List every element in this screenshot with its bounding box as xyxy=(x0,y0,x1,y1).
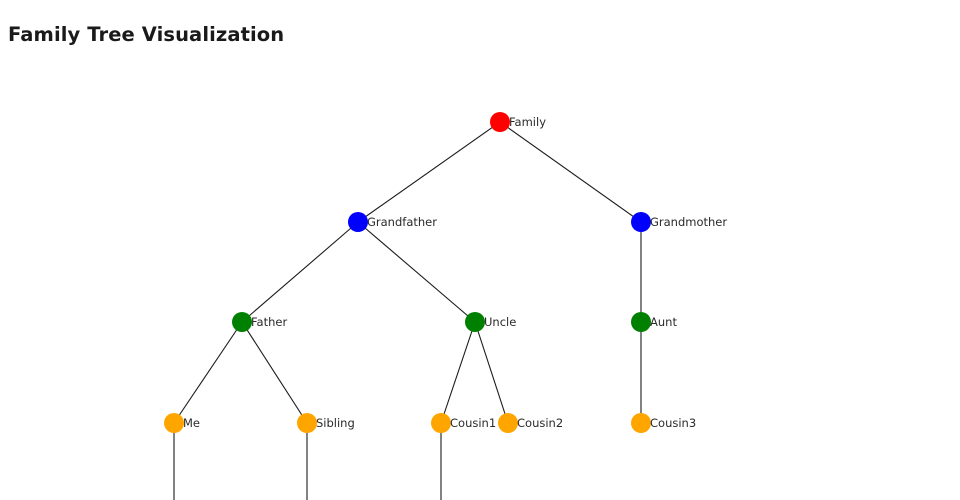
node-aunt[interactable]: Aunt xyxy=(631,312,677,332)
node-label-cousin1: Cousin1 xyxy=(450,416,496,430)
node-circle-father[interactable] xyxy=(232,312,252,332)
node-circle-family[interactable] xyxy=(490,112,510,132)
edge-uncle-to-cousin2 xyxy=(474,321,509,424)
node-label-uncle: Uncle xyxy=(484,315,516,329)
node-circle-sibling[interactable] xyxy=(297,413,317,433)
edge-grandfather-to-father xyxy=(241,221,359,323)
edge-grandfather-to-uncle xyxy=(357,221,476,323)
node-circle-cousin1[interactable] xyxy=(431,413,451,433)
node-cousin3[interactable]: Cousin3 xyxy=(631,413,696,433)
edge-family-to-grandfather xyxy=(357,121,501,223)
node-uncle[interactable]: Uncle xyxy=(465,312,516,332)
edges-layer xyxy=(173,121,642,424)
node-circle-uncle[interactable] xyxy=(465,312,485,332)
node-label-cousin2: Cousin2 xyxy=(517,416,563,430)
node-circle-cousin3[interactable] xyxy=(631,413,651,433)
node-cousin1[interactable]: Cousin1 xyxy=(431,413,496,433)
node-label-grandfather: Grandfather xyxy=(367,215,437,229)
edge-father-to-me xyxy=(173,321,243,424)
node-label-me: Me xyxy=(183,416,200,430)
edge-father-to-sibling xyxy=(241,321,308,424)
node-label-family: Family xyxy=(509,115,546,129)
node-label-aunt: Aunt xyxy=(650,315,677,329)
edge-uncle-to-cousin1 xyxy=(440,321,476,424)
node-circle-grandfather[interactable] xyxy=(348,212,368,232)
node-father[interactable]: Father xyxy=(232,312,287,332)
page-title: Family Tree Visualization xyxy=(8,23,285,46)
clipped-edges-layer xyxy=(173,423,442,500)
node-family[interactable]: Family xyxy=(490,112,546,132)
node-circle-me[interactable] xyxy=(164,413,184,433)
node-label-sibling: Sibling xyxy=(316,416,355,430)
node-label-father: Father xyxy=(251,315,287,329)
node-label-cousin3: Cousin3 xyxy=(650,416,696,430)
node-circle-grandmother[interactable] xyxy=(631,212,651,232)
node-sibling[interactable]: Sibling xyxy=(297,413,355,433)
node-grandfather[interactable]: Grandfather xyxy=(348,212,437,232)
node-circle-cousin2[interactable] xyxy=(498,413,518,433)
node-label-grandmother: Grandmother xyxy=(650,215,727,229)
node-cousin2[interactable]: Cousin2 xyxy=(498,413,563,433)
node-me[interactable]: Me xyxy=(164,413,200,433)
edge-family-to-grandmother xyxy=(499,121,642,223)
node-circle-aunt[interactable] xyxy=(631,312,651,332)
node-grandmother[interactable]: Grandmother xyxy=(631,212,727,232)
